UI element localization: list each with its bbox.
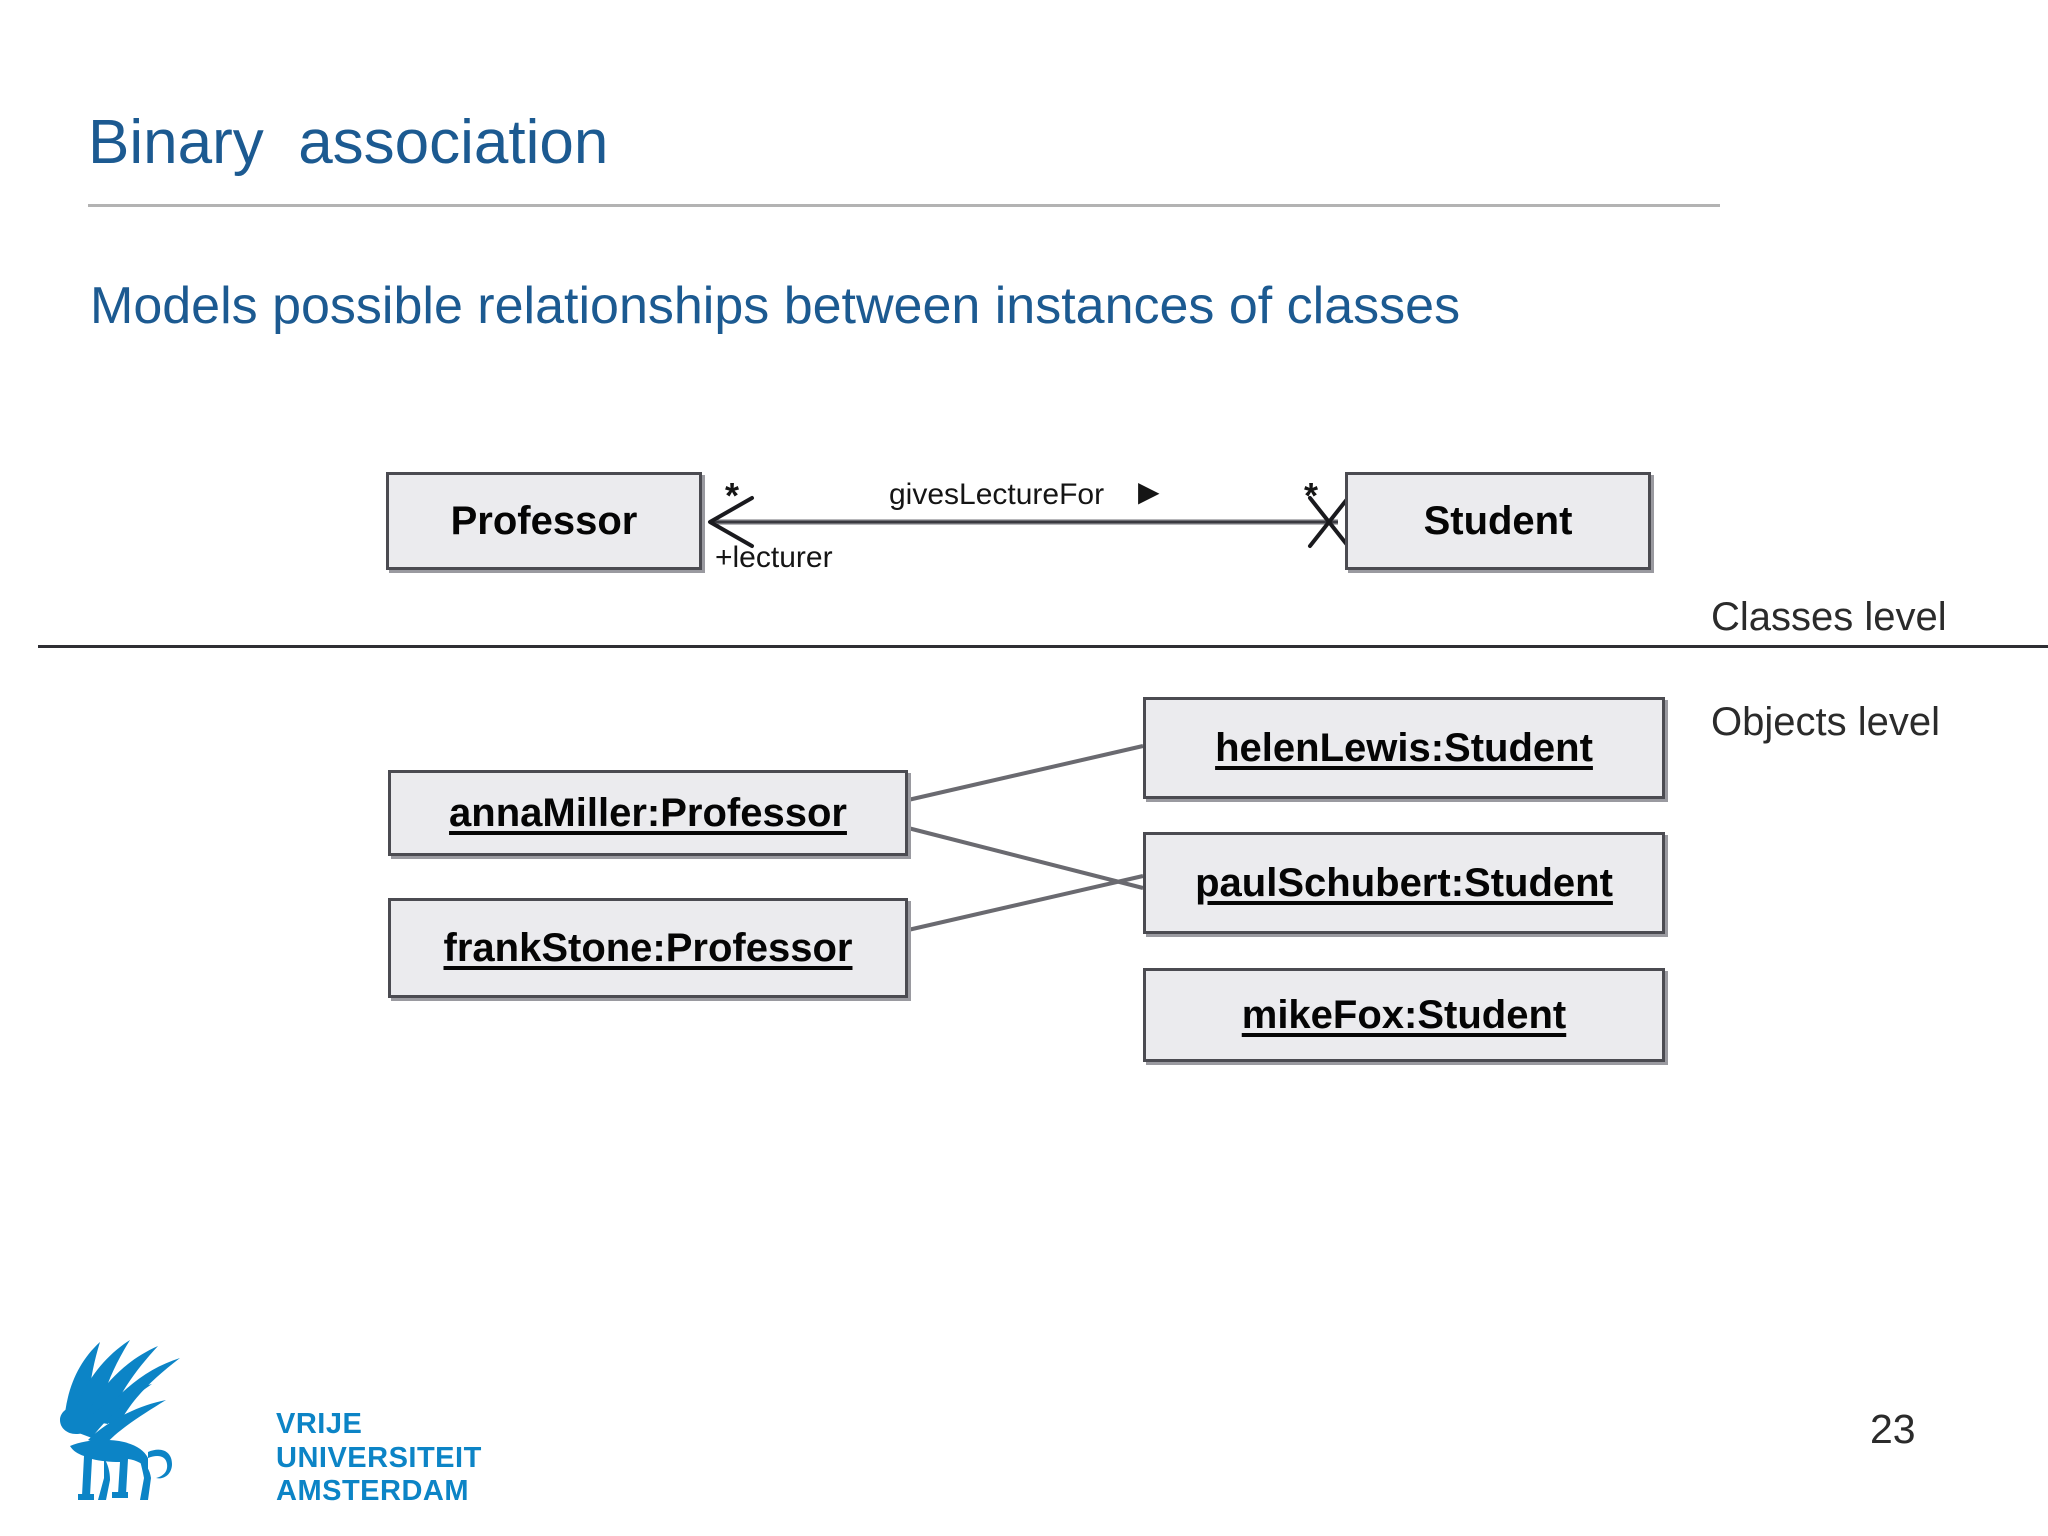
object-box-label: mikeFox:Student	[1241, 993, 1567, 1037]
levels-divider	[38, 645, 2048, 648]
association-direction-icon: ▶	[1138, 476, 1160, 507]
object-link-annamiller-helenlewis	[907, 744, 1144, 802]
object-box-label: annaMiller:Professor	[449, 791, 847, 835]
object-box-label: frankStone:Professor	[443, 926, 853, 970]
association-name-label: givesLectureFor	[889, 478, 1105, 511]
slide-subtitle: Models possible relationships between in…	[90, 277, 1461, 335]
object-box-helenlewis[interactable]: helenLewis:Student	[1143, 697, 1665, 799]
vu-amsterdam-logo: VRIJE UNIVERSITEIT AMSTERDAM	[48, 1328, 481, 1528]
object-box-mikefox[interactable]: mikeFox:Student	[1143, 968, 1665, 1062]
object-box-label: helenLewis:Student	[1215, 726, 1593, 770]
title-divider	[88, 204, 1720, 207]
object-box-annamiller[interactable]: annaMiller:Professor	[388, 770, 908, 856]
object-link-annamiller-paulschubert	[907, 826, 1144, 890]
object-link-frankstone-paulschubert	[907, 874, 1144, 932]
vu-wordmark-line-2: UNIVERSITEIT	[276, 1441, 482, 1474]
vu-wordmark-line-3: AMSTERDAM	[276, 1475, 469, 1508]
object-box-paulschubert[interactable]: paulSchubert:Student	[1143, 832, 1665, 934]
object-box-label: paulSchubert:Student	[1195, 861, 1613, 905]
class-box-label: Professor	[450, 499, 638, 543]
multiplicity-professor-end: *	[725, 475, 740, 516]
object-box-frankstone[interactable]: frankStone:Professor	[388, 898, 908, 998]
class-box-student[interactable]: Student	[1345, 472, 1651, 570]
class-box-professor[interactable]: Professor	[386, 472, 702, 570]
vu-griffin-icon	[60, 1340, 180, 1500]
vu-wordmark-line-1: VRIJE	[276, 1408, 363, 1440]
objects-level-label: Objects level	[1711, 700, 1940, 744]
class-box-label: Student	[1423, 499, 1573, 543]
multiplicity-student-end: *	[1304, 475, 1319, 516]
page-title: Binary association	[88, 108, 609, 177]
vu-wordmark: VRIJE UNIVERSITEIT AMSTERDAM	[276, 1408, 482, 1509]
classes-level-label: Classes level	[1711, 595, 1947, 639]
role-name-lecturer: +lecturer	[715, 541, 833, 574]
page-number: 23	[1870, 1406, 1916, 1452]
